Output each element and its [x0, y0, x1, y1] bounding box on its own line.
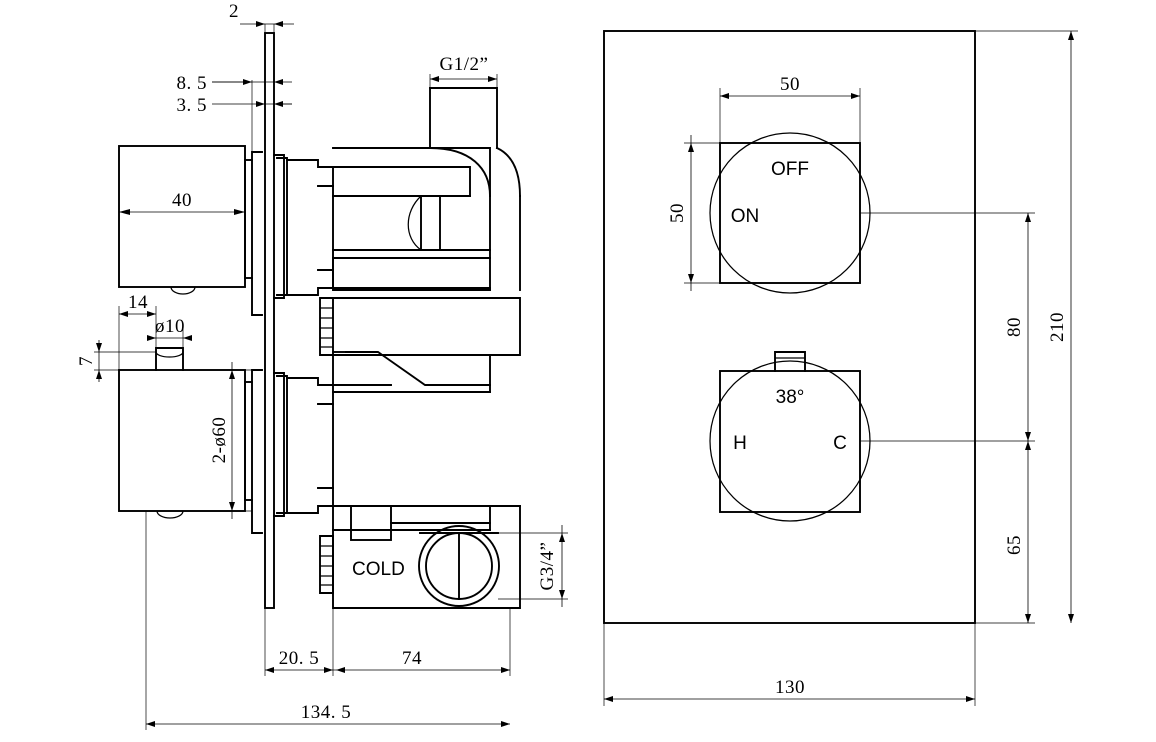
dim-label-inlet-thread-top: G1/2”	[440, 54, 489, 75]
lower-escutcheon	[251, 369, 288, 534]
dim-label-handle-width: 40	[172, 190, 192, 211]
lower-cartridge	[286, 377, 334, 514]
dim-label-body-depth: 74	[402, 648, 422, 669]
dim-label-two-bore-diameter: 2-ø60	[209, 417, 230, 464]
dim-bottom-knob-center: 65	[975, 441, 1035, 624]
dim-plate-height: 210	[975, 30, 1078, 623]
dim-label-offset-inner: 3. 5	[177, 95, 208, 116]
valve-body-upper	[332, 87, 521, 291]
dim-label-outlet-thread-bottom: G3/4”	[537, 542, 558, 591]
dim-label-plate-thickness: 2	[229, 1, 239, 22]
dim-label-spindle-offset: 14	[128, 292, 148, 313]
dim-spindle-height: 7	[76, 340, 156, 382]
dim-handle-width: 40	[119, 190, 245, 215]
temp-knob-stem	[774, 351, 806, 372]
valve-body-mid	[319, 257, 521, 356]
upper-escutcheon	[251, 151, 288, 316]
dim-offset-outer: 8. 5	[177, 73, 292, 152]
dim-label-offset-outer: 8. 5	[177, 73, 208, 94]
cold-inlet-label: COLD	[352, 559, 405, 580]
dim-body-depth: 74	[333, 608, 511, 676]
lower-handle-block	[118, 347, 253, 519]
knob-marking-on: ON	[731, 206, 760, 227]
dim-label-bottom-knob-center: 65	[1004, 535, 1025, 555]
dim-label-spindle-diameter: ø10	[155, 316, 185, 337]
dim-plate-width: 130	[603, 623, 976, 706]
dim-plate-to-body-depth: 20. 5	[264, 608, 334, 676]
upper-cartridge	[286, 159, 334, 296]
upper-handle-block	[118, 145, 253, 295]
knob-marking-off: OFF	[771, 159, 809, 180]
temp-knob-square	[719, 370, 861, 513]
knob-marking-temp: 38°	[776, 387, 805, 408]
dim-label-plate-width: 130	[775, 677, 805, 698]
knob-marking-hot: H	[733, 433, 747, 454]
temperature-control-knob: 38° H C	[709, 351, 871, 522]
dim-offset-inner: 3. 5	[177, 33, 292, 116]
dim-top-knob-center: 80	[860, 212, 1035, 442]
dim-inlet-thread-top: G1/2”	[429, 54, 498, 88]
side-section-view: 2 8. 5 3. 5 40	[76, 1, 568, 730]
dim-spindle-diameter: ø10	[147, 316, 192, 348]
dim-label-plate-to-body-depth: 20. 5	[279, 648, 320, 669]
knob-marking-cold: C	[833, 433, 847, 454]
wall-plate	[264, 32, 275, 609]
flow-control-knob: OFF ON	[709, 132, 871, 294]
dim-knob-width: 50	[719, 74, 861, 143]
dim-label-knob-width: 50	[780, 74, 800, 95]
diverter-passage	[332, 351, 491, 393]
front-elevation-view: OFF ON 38° H C 50	[603, 30, 1078, 706]
dim-label-top-knob-center: 80	[1004, 317, 1025, 337]
dim-spindle-offset: 14	[118, 292, 157, 370]
dim-label-spindle-height: 7	[76, 356, 97, 366]
dim-overall-depth: 134. 5	[145, 511, 510, 730]
dim-outlet-thread-bottom: G3/4”	[498, 525, 568, 607]
dim-label-knob-height: 50	[667, 203, 688, 223]
dim-label-overall-depth: 134. 5	[301, 702, 352, 723]
face-plate	[603, 30, 976, 624]
dim-plate-thickness: 2	[229, 1, 294, 33]
dim-label-plate-height: 210	[1047, 312, 1068, 342]
valve-body-lower	[319, 505, 521, 609]
dim-knob-height: 50	[667, 135, 720, 291]
dim-two-bore-diameter: 2-ø60	[209, 362, 252, 519]
